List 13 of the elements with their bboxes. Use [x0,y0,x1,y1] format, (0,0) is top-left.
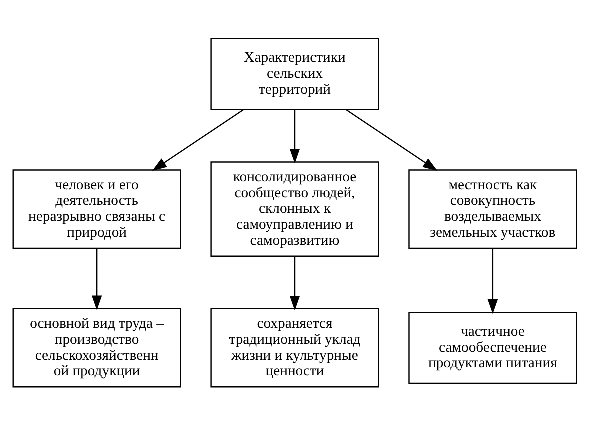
node-box: основной вид труда – производство сельскохозяйственн ой продукции [12,308,182,388]
node-box: консолидированное сообщество людей, склонных к самоуправлению и саморазвитию [210,162,380,257]
arrow [290,110,300,164]
node-box: частичное самообеспечение продуктами питания [408,312,578,384]
node-box: Характеристики сельских территорий [210,38,380,110]
node-box: местность как совокупность возделываемых земельных участков [408,170,578,250]
arrow [290,256,300,311]
node-box: сохраняется традиционный уклад жизни и культурные ценности [210,308,380,388]
arrow [92,248,102,310]
arrow [488,248,498,314]
arrow [152,110,244,172]
arrow [346,110,438,172]
node-box: человек и его деятельность неразрывно связаны с природой [12,170,182,250]
